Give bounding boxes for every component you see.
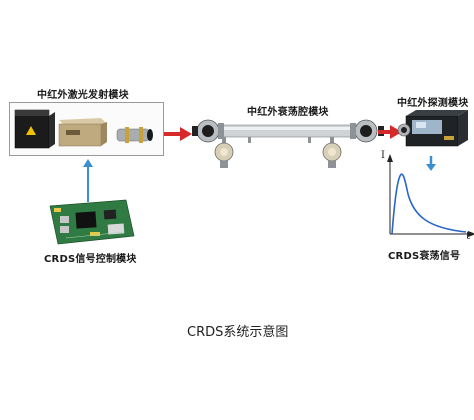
cavity-to-detector-arrow [378,125,402,139]
decay-plot-x-label: t [466,231,471,242]
diagram-caption: CRDS系统示意图 [187,325,289,340]
ringdown-cavity-device [192,119,384,168]
decay-plot [387,154,474,237]
laser-optic-device [116,127,153,143]
laser-module-label: 中红外激光发射模块 [37,90,129,101]
detector-module-label: 中红外探测模块 [397,98,469,109]
decay-curve [391,173,467,235]
decay-signal-label: CRDS衰荡信号 [388,251,461,262]
control-to-laser-arrow [83,159,93,202]
ir-detector-device [397,110,468,147]
laser-to-cavity-arrow [164,127,192,141]
control-module-label: CRDS信号控制模块 [44,254,137,265]
laser-driver-device [58,118,107,147]
laser-module-devices [14,109,153,149]
control-board-device [49,199,135,245]
laser-source-device [14,109,55,149]
detector-to-plot-arrow [426,156,436,171]
cavity-module-label: 中红外衰荡腔模块 [247,107,329,118]
decay-plot-y-label: I [381,150,385,161]
